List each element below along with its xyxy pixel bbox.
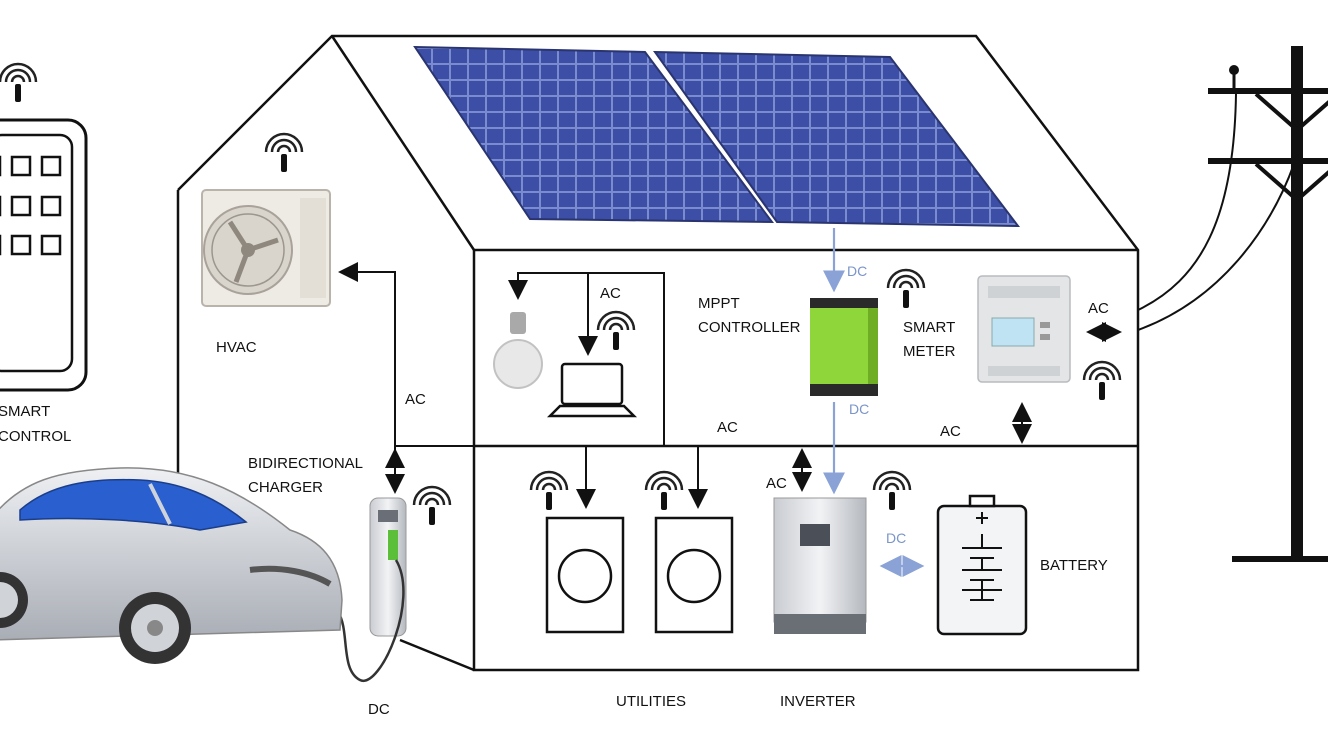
ac-grid-label: AC [1088, 300, 1109, 317]
utilities-label: UTILITIES [616, 693, 686, 710]
hvac-label: HVAC [216, 339, 257, 356]
ac-hvac-label: AC [405, 391, 426, 408]
wifi-icon-inverter [872, 470, 912, 510]
battery-icon [936, 494, 1028, 636]
smart-control-label-1: SMART [0, 403, 50, 420]
power-pole-icon [1137, 46, 1328, 562]
solar-panel-icon [413, 45, 1021, 228]
mppt-label-1: MPPT [698, 295, 740, 312]
wifi-icon-charger [412, 485, 452, 525]
dc-mppt-label: DC [849, 401, 869, 417]
ac-wiring [338, 262, 1122, 509]
utility-appliance-1-icon [545, 516, 625, 634]
electric-car-icon [0, 467, 343, 664]
ac-inverter-label: AC [766, 475, 787, 492]
wifi-icon-smart-control [0, 62, 38, 102]
wifi-icon-mppt [886, 268, 926, 308]
smart-meter-label-1: SMART [903, 319, 955, 336]
inverter-icon [773, 497, 867, 634]
ac-bus-mid-label: AC [717, 419, 738, 436]
smart-control-label-2: CONTROL [0, 428, 71, 445]
charging-cable [336, 559, 405, 682]
smart-meter-label-2: METER [903, 343, 956, 360]
mppt-controller-icon [810, 298, 878, 396]
light-bulb-icon [493, 312, 543, 389]
bidirectional-label-1: BIDIRECTIONAL [248, 455, 363, 472]
wifi-icon-room [596, 310, 636, 350]
battery-label: BATTERY [1040, 557, 1108, 574]
hvac-unit-icon [201, 189, 331, 307]
dc-wiring [823, 228, 925, 577]
bidirectional-label-2: CHARGER [248, 479, 323, 496]
ac-room-label: AC [600, 285, 621, 302]
ac-bus-right-label: AC [940, 423, 961, 440]
dc-solar-label: DC [847, 263, 867, 279]
wifi-icon-meter [1082, 360, 1122, 400]
laptop-icon [546, 362, 638, 418]
dc-battery-label: DC [886, 530, 906, 546]
utility-appliance-2-icon [654, 516, 734, 634]
smart-meter-icon [977, 275, 1071, 383]
inverter-label: INVERTER [780, 693, 856, 710]
wifi-icon-hvac [264, 132, 304, 172]
wifi-icon-utility-2 [644, 470, 684, 510]
bidirectional-charger-icon [369, 497, 407, 637]
dc-car-label: DC [368, 701, 390, 718]
smart-control-panel-icon [0, 118, 88, 392]
mppt-label-2: CONTROLLER [698, 319, 801, 336]
wifi-icon-utility-1 [529, 470, 569, 510]
